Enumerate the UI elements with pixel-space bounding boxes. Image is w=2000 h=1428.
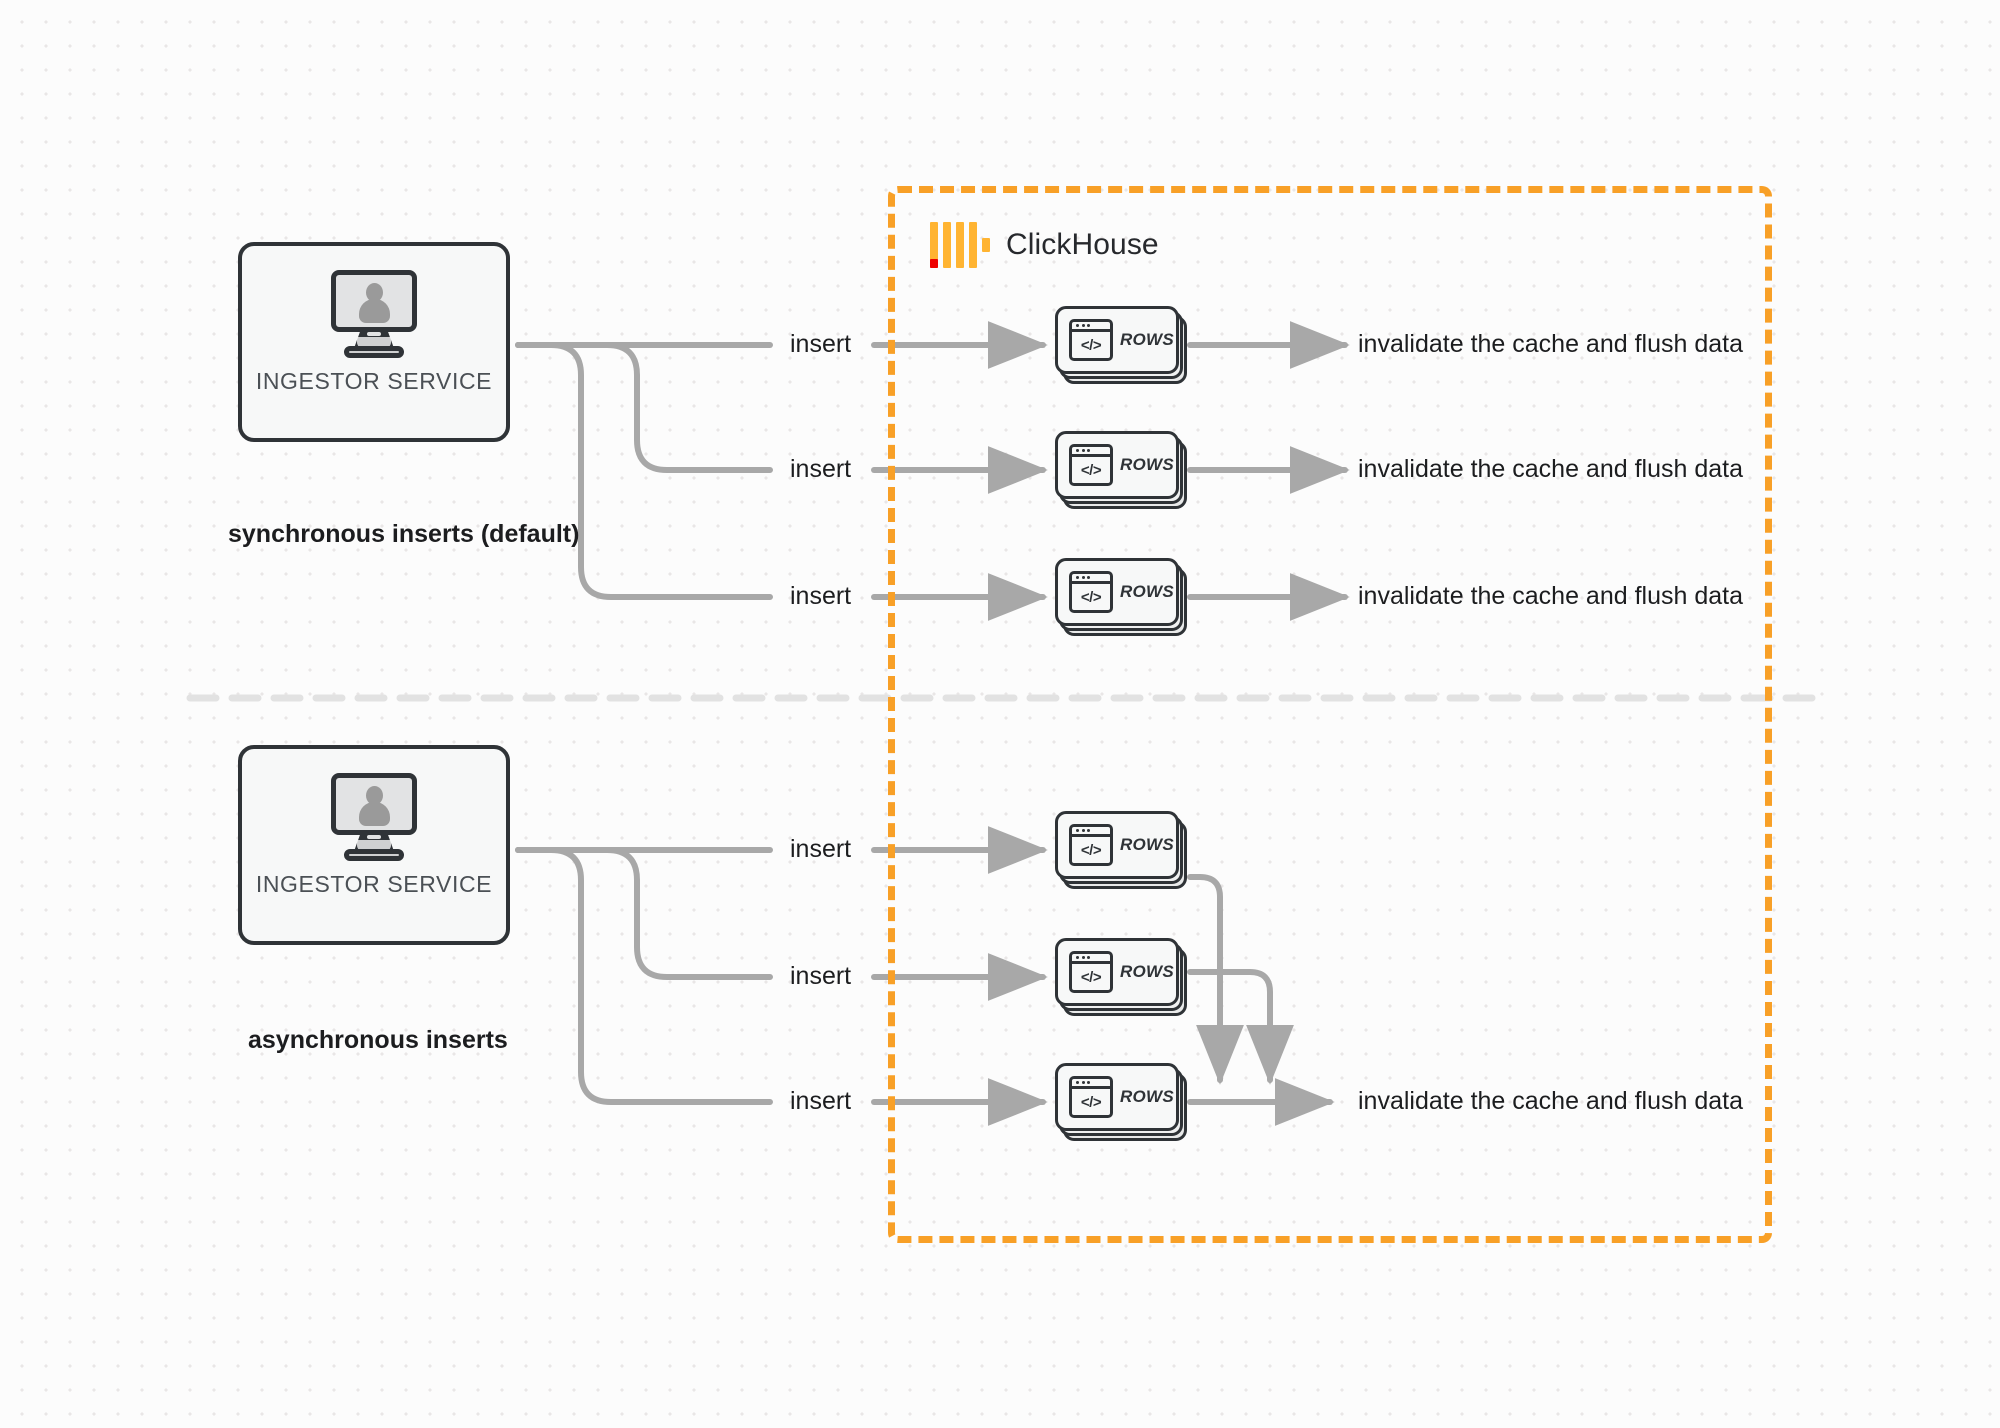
- code-window-icon: </>: [1069, 319, 1113, 361]
- edge-label-insert-sync-2: insert: [790, 455, 852, 483]
- code-window-icon: </>: [1069, 951, 1113, 993]
- code-window-icon: </>: [1069, 1076, 1113, 1118]
- rows-node-async-3[interactable]: </> ROWS: [1055, 1063, 1187, 1141]
- wire-async-row3-left: [515, 847, 773, 1105]
- caption-async: asynchronous inserts: [248, 1026, 508, 1054]
- clickhouse-boundary: [888, 186, 1772, 1243]
- rows-node-async-1[interactable]: </> ROWS: [1055, 811, 1187, 889]
- edge-label-output-sync-1: invalidate the cache and flush data: [1358, 330, 1743, 358]
- edge-label-output-sync-3: invalidate the cache and flush data: [1358, 582, 1743, 610]
- ingestor-service-sync[interactable]: INGESTOR SERVICE: [238, 242, 510, 442]
- clickhouse-logo-icon: [930, 222, 990, 268]
- caption-sync: synchronous inserts (default): [228, 520, 580, 548]
- ingestor-service-label-async: INGESTOR SERVICE: [255, 871, 493, 897]
- edge-label-output-sync-2: invalidate the cache and flush data: [1358, 455, 1743, 483]
- code-window-icon: </>: [1069, 824, 1113, 866]
- code-window-icon: </>: [1069, 444, 1113, 486]
- rows-node-label: ROWS: [1119, 582, 1175, 601]
- wire-async-merge-row2: [1187, 969, 1294, 1085]
- edge-label-insert-async-1: insert: [790, 835, 852, 863]
- edge-label-insert-async-2: insert: [790, 962, 852, 990]
- rows-node-label: ROWS: [1119, 835, 1175, 854]
- rows-node-async-2[interactable]: </> ROWS: [1055, 938, 1187, 1016]
- wire-async-row2-left: [515, 847, 773, 980]
- rows-node-sync-2[interactable]: </> ROWS: [1055, 431, 1187, 509]
- edge-label-insert-sync-3: insert: [790, 582, 852, 610]
- clickhouse-label: ClickHouse: [1006, 228, 1159, 261]
- wire-sync-row2-left: [515, 342, 773, 473]
- rows-node-sync-1[interactable]: </> ROWS: [1055, 306, 1187, 384]
- ingestor-service-async[interactable]: INGESTOR SERVICE: [238, 745, 510, 945]
- wire-sync-row3-left: [515, 342, 773, 600]
- monitor-user-icon: [326, 270, 422, 358]
- rows-node-label: ROWS: [1119, 1087, 1175, 1106]
- rows-node-label: ROWS: [1119, 455, 1175, 474]
- code-window-icon: </>: [1069, 571, 1113, 613]
- edge-label-insert-async-3: insert: [790, 1087, 852, 1115]
- wire-async-merge-row1: [1187, 874, 1244, 1085]
- monitor-user-icon: [326, 773, 422, 861]
- ingestor-service-label-sync: INGESTOR SERVICE: [255, 368, 493, 394]
- edge-label-output-async-1: invalidate the cache and flush data: [1358, 1087, 1743, 1115]
- clickhouse-logo-group: ClickHouse: [930, 222, 1159, 268]
- edge-label-insert-sync-1: insert: [790, 330, 852, 358]
- rows-node-label: ROWS: [1119, 330, 1175, 349]
- rows-node-sync-3[interactable]: </> ROWS: [1055, 558, 1187, 636]
- rows-node-label: ROWS: [1119, 962, 1175, 981]
